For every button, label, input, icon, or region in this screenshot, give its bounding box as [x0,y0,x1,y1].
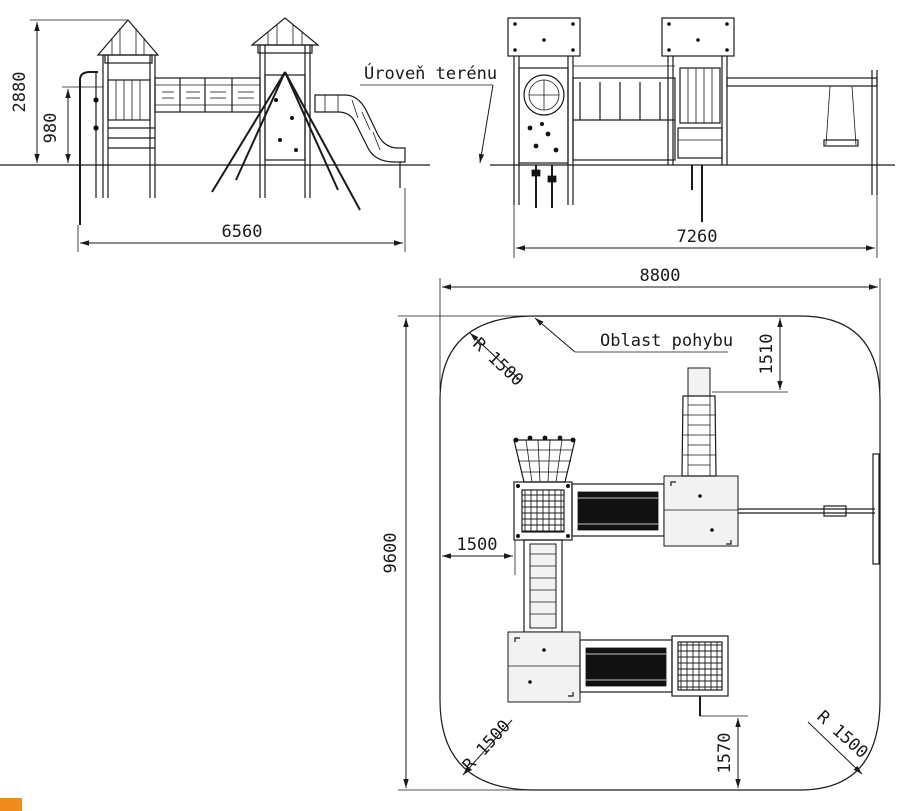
plan-bridge-left [523,539,563,633]
side-left-tower [79,19,160,225]
movement-area-outline [439,315,881,791]
radius-bottom-left: R 1500 [459,716,515,775]
dim-8800-label: 8800 [640,266,681,286]
dim-6560-label: 6560 [222,222,263,242]
plan-platform-bottom-left [507,631,581,703]
radius-top-left: R 1500 [469,332,528,391]
radius-top-left-label: R 1500 [469,334,528,391]
dim-2880-label: 2880 [10,72,30,113]
dimension-offset-top: 1510 [712,318,788,393]
plan-platform-top-right [663,475,739,547]
dim-1510-label: 1510 [757,334,777,375]
dimension-offset-bottom: 1570 [700,715,748,788]
front-left-tower [507,17,581,208]
plan-swing [738,453,880,565]
dimension-offset-left: 1500 [442,535,516,575]
side-slide [314,94,406,188]
plan-view: 8800 9600 Oblast pohybu 1510 1500 [381,266,881,791]
side-bridge [154,77,261,113]
side-elevation-view: 2880 980 6560 Úroveň terénu [0,17,497,252]
plan-platform-top-left [513,481,573,541]
plan-tower-bottom-right [671,635,729,716]
plan-slide [681,367,717,477]
ground-level-label: Úroveň terénu [364,62,497,84]
dim-980-label: 980 [41,113,61,144]
dimension-total-height: 2880 [10,19,128,163]
dimension-plan-depth: 9600 [381,315,535,791]
front-swing [726,70,878,195]
dim-9600-label: 9600 [381,533,401,574]
dimension-front-length: 7260 [513,195,878,258]
dim-1500-left-label: 1500 [457,535,498,555]
side-right-tower [211,17,361,211]
dimension-side-length: 6560 [77,188,406,252]
front-elevation-view: 7260 [490,17,895,258]
movement-area-label: Oblast pohybu [600,331,733,351]
front-bridge [572,65,676,161]
plan-climbing-net [513,435,576,483]
movement-area-callout: Oblast pohybu [534,317,733,353]
dim-7260-label: 7260 [677,227,718,247]
radius-bottom-left-label: R 1500 [459,716,515,775]
plan-bridge-bottom [579,639,673,693]
ground-level-callout: Úroveň terénu [360,62,497,164]
radius-bottom-right: R 1500 [807,707,872,775]
dimension-platform-height: 980 [41,86,103,163]
corner-color-mark [0,798,22,811]
dim-1570-label: 1570 [715,733,735,774]
dimension-plan-width: 8800 [439,266,881,390]
front-right-tower [661,17,735,222]
plan-bridge-top [571,483,665,537]
